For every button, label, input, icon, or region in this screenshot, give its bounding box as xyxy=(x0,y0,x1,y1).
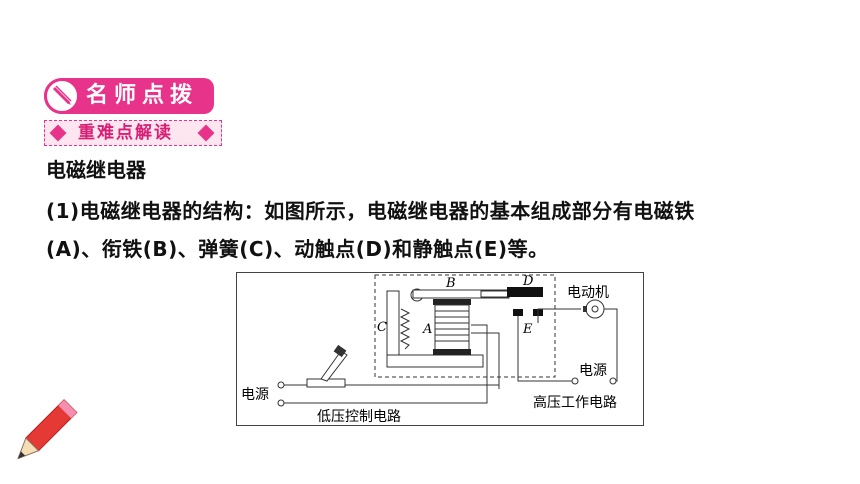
terminal-right-left xyxy=(571,377,579,385)
relay-diagram-frame: B D C A E 电动机 电源 电源 低压控制电路 高压工作电路 xyxy=(236,272,644,426)
label-low-circuit: 低压控制电路 xyxy=(317,409,401,425)
label-E: E xyxy=(522,322,533,337)
coil-wire-lower xyxy=(307,324,488,404)
label-power-left: 电源 xyxy=(241,387,269,403)
spring-post xyxy=(386,290,400,356)
spring-coil xyxy=(399,308,411,350)
banner-title: 名师点拨 xyxy=(86,83,199,108)
pen-nib-icon xyxy=(44,78,80,114)
switch-lever xyxy=(320,350,348,382)
movable-contact xyxy=(507,287,543,297)
static-contact-left xyxy=(513,309,523,316)
body-paragraph: (1)电磁继电器的结构：如图所示，电磁继电器的基本组成部分有电磁铁 (A)、衔铁… xyxy=(46,192,846,268)
relay-base xyxy=(386,354,484,368)
label-C: C xyxy=(377,320,387,335)
relay-diagram: B D C A E 电动机 电源 电源 低压控制电路 高压工作电路 xyxy=(241,274,618,425)
high-voltage-wire-lower xyxy=(517,329,575,382)
terminal-left-top xyxy=(277,381,285,389)
sub-banner-title: 重难点解读 xyxy=(78,123,173,143)
label-motor: 电动机 xyxy=(567,285,609,301)
electromagnet-top-plate xyxy=(433,299,471,305)
label-high-circuit: 高压工作电路 xyxy=(533,394,617,411)
terminal-right-right xyxy=(609,377,617,385)
relay-dashed-box xyxy=(374,274,556,378)
paragraph-line-2: (A)、衔铁(B)、弹簧(C)、动触点(D)和静触点(E)等。 xyxy=(46,237,549,261)
label-D: D xyxy=(522,274,534,289)
label-A: A xyxy=(422,322,432,337)
sub-banner xyxy=(44,120,222,146)
terminal-left-bottom xyxy=(277,399,285,407)
electromagnet-bottom-plate xyxy=(433,349,471,355)
label-power-right: 电源 xyxy=(579,363,607,379)
paragraph-line-1: (1)电磁继电器的结构：如图所示，电磁继电器的基本组成部分有电磁铁 xyxy=(46,199,695,223)
label-B: B xyxy=(445,276,456,291)
electromagnet-coil xyxy=(434,304,470,352)
pencil-icon xyxy=(0,398,80,478)
section-heading: 电磁继电器 xyxy=(46,158,146,182)
